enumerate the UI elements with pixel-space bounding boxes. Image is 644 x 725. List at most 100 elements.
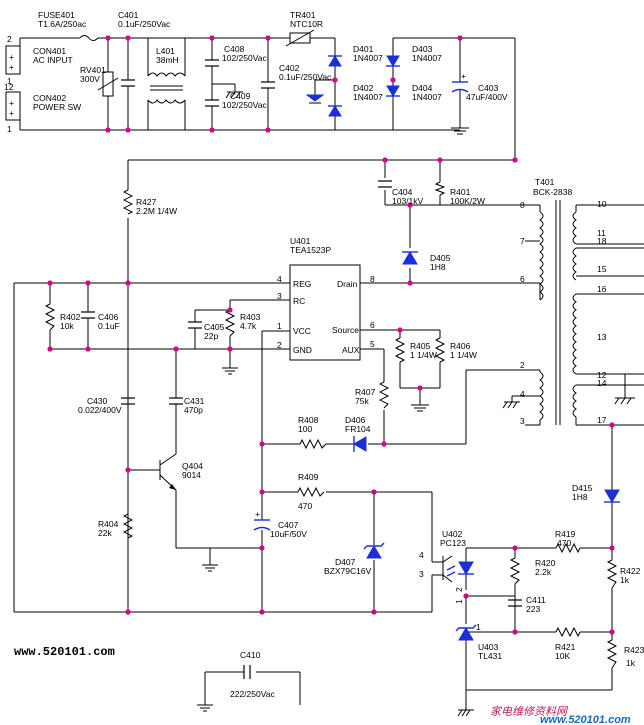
t401-pin-17: 17 xyxy=(597,415,607,425)
label-r421-val: 10K xyxy=(555,651,570,661)
resistor-r407 xyxy=(378,381,390,409)
label-d405: D405 xyxy=(430,253,451,263)
t401-pin-8: 8 xyxy=(520,200,525,210)
resistor-r422 xyxy=(606,559,618,589)
label-d402-val: 1N4007 xyxy=(353,92,383,102)
label-d404-val: 1N4007 xyxy=(412,92,442,102)
label-fuse401-val: T1.6A/250ac xyxy=(38,19,87,29)
label-c410: C410 xyxy=(240,650,261,660)
label-c408: C408 xyxy=(224,44,245,54)
t401-pin-3: 3 xyxy=(520,416,525,426)
u401-pin-aux: AUX xyxy=(342,345,360,355)
label-d401: D401 xyxy=(353,44,374,54)
label-c401: C401 xyxy=(118,10,139,20)
resistor-r401 xyxy=(434,181,446,196)
diode-d403 xyxy=(386,55,400,67)
label-c401-val: 0.1uF/250Vac xyxy=(118,19,171,29)
label-d403: D403 xyxy=(412,44,433,54)
label-con401-val: AC INPUT xyxy=(33,55,73,65)
label-c430-val: 0.022/400V xyxy=(78,405,122,415)
resistor-r408 xyxy=(299,438,327,450)
u401-pinnum-8: 8 xyxy=(370,274,375,284)
diode-d406 xyxy=(353,436,367,452)
u401-pinnum-6: 6 xyxy=(370,320,375,330)
svg-text:+: + xyxy=(9,62,14,72)
capacitor-c409 xyxy=(205,99,219,107)
label-r405: R405 xyxy=(410,341,431,351)
optocoupler-u402 xyxy=(442,555,474,583)
u401-pin-vcc: VCC xyxy=(293,326,311,336)
label-d406: D406 xyxy=(345,415,366,425)
thermistor-tr401 xyxy=(285,29,315,47)
label-c403-val: 47uF/400V xyxy=(466,92,508,102)
label-con402-val: POWER SW xyxy=(33,102,81,112)
label-tr401: TR401 xyxy=(290,10,316,20)
label-d403-val: 1N4007 xyxy=(412,53,442,63)
t401-pin-13: 13 xyxy=(597,332,607,342)
capacitor-c431 xyxy=(169,397,183,405)
resistor-r405 xyxy=(394,337,406,363)
label-c431-val: 470p xyxy=(184,405,203,415)
label-d406-val: FR104 xyxy=(345,424,371,434)
label-r404-val: 22k xyxy=(98,528,112,538)
ac-input-wiring xyxy=(19,37,516,160)
connector-con401: + + xyxy=(5,45,21,75)
label-r419: R419 xyxy=(555,529,576,539)
t401-pin-6: 6 xyxy=(520,274,525,284)
watermark-cn: 家电维修资料网 xyxy=(490,705,569,718)
con402-pin-b: 1 xyxy=(7,124,12,134)
junction-dots xyxy=(47,35,615,635)
resistor-r427 xyxy=(122,189,134,215)
feedback-wiring xyxy=(432,547,612,691)
label-r401-val: 100K/2W xyxy=(450,196,485,206)
label-r407: R407 xyxy=(355,387,376,397)
label-t401: T401 xyxy=(535,177,555,187)
label-u403: U403 xyxy=(478,642,499,652)
label-tr401-val: NTC10R xyxy=(290,19,323,29)
resistor-r420 xyxy=(509,557,521,585)
diode-d401 xyxy=(328,55,342,67)
u401-pin-rc: RC xyxy=(293,296,305,306)
svg-text:+: + xyxy=(255,509,260,519)
capacitor-c401 xyxy=(121,79,135,87)
diode-d405 xyxy=(402,251,418,265)
label-d404: D404 xyxy=(412,83,433,93)
ground-c408 xyxy=(225,84,243,99)
label-r423-val: 1k xyxy=(626,658,636,668)
t401-pin-10: 10 xyxy=(597,199,607,209)
label-c404-val: 103/1kV xyxy=(392,196,424,206)
capacitor-c410 xyxy=(197,665,301,712)
label-fuse401: FUSE401 xyxy=(38,10,75,20)
zener-d407 xyxy=(363,542,385,559)
label-r406-val: 1 1/4W xyxy=(450,350,477,360)
label-u401: U401 xyxy=(290,236,311,246)
label-r403-val: 4.7k xyxy=(240,321,257,331)
capacitor-c404 xyxy=(378,180,392,188)
ground-c403 xyxy=(451,127,469,135)
ic-u401 xyxy=(289,264,361,361)
transistor-q404 xyxy=(159,453,177,491)
label-u402-val: PC123 xyxy=(440,538,466,548)
capacitor-c430 xyxy=(121,397,135,405)
u401-pinnum-2: 2 xyxy=(277,340,282,350)
label-d415: D415 xyxy=(572,483,593,493)
label-rv401: RV401 xyxy=(80,65,106,75)
ground-q404 xyxy=(202,564,218,572)
u401-pinnum-5: 5 xyxy=(370,339,375,349)
label-c407-val: 10uF/50V xyxy=(270,529,307,539)
label-c405-val: 22p xyxy=(204,331,218,341)
component-labels: FUSE401 T1.6A/250ac C401 0.1uF/250Vac TR… xyxy=(33,10,644,699)
label-r422: R422 xyxy=(620,566,641,576)
label-l401: L401 xyxy=(156,46,175,56)
u401-pin-drain: Drain xyxy=(337,279,358,289)
t401-pin-16: 16 xyxy=(597,284,607,294)
ground-r405 xyxy=(411,404,429,412)
label-r402-val: 10k xyxy=(60,321,74,331)
label-d402: D402 xyxy=(353,83,374,93)
con401-pin-a: 2 xyxy=(7,34,12,44)
label-c411: C411 xyxy=(526,595,546,605)
label-r422-val: 1k xyxy=(620,575,630,585)
label-q404-val: 9014 xyxy=(182,470,201,480)
u402-pin-3: 3 xyxy=(419,569,424,579)
